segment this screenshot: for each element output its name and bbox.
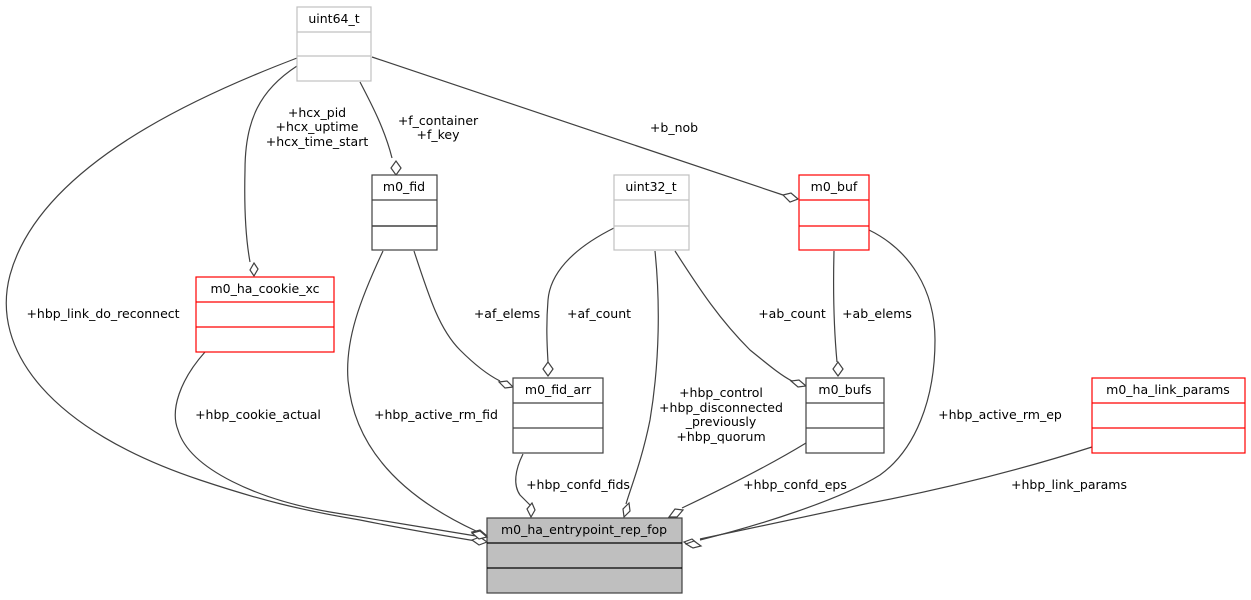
edge-label: +ab_elems xyxy=(842,306,912,321)
aggregation-diamond xyxy=(497,380,515,389)
edge-af-elems xyxy=(413,250,501,382)
class-node-m0-buf[interactable]: m0_buf xyxy=(798,174,870,251)
class-node-m0-fid-arr[interactable]: m0_fid_arr xyxy=(512,377,604,454)
class-node-m0-ha-entrypoint-rep-fop[interactable]: m0_ha_entrypoint_rep_fop xyxy=(486,517,683,594)
edge-active-rm-fid xyxy=(347,250,477,532)
aggregation-diamond xyxy=(470,530,489,540)
class-node-m0-ha-link-params[interactable]: m0_ha_link_params xyxy=(1091,377,1246,454)
class-name: uint32_t xyxy=(625,179,676,194)
edge-hcx xyxy=(244,65,298,263)
class-node-m0-bufs[interactable]: m0_bufs xyxy=(805,377,885,454)
class-name: m0_ha_link_params xyxy=(1106,382,1230,397)
edge-label: +hbp_confd_eps xyxy=(743,477,847,492)
edge-label: +af_elems xyxy=(474,306,540,321)
aggregation-diamond xyxy=(542,360,554,378)
edge-label: +f_container xyxy=(398,113,479,128)
edge-labels: +hcx_pid +hcx_uptime +hcx_time_start +f_… xyxy=(26,105,1127,492)
edge-hbp-control xyxy=(625,250,659,505)
edges xyxy=(5,56,1093,549)
edge-af-count xyxy=(546,227,615,363)
aggregation-diamond xyxy=(789,379,808,388)
aggregation-diamond xyxy=(832,360,844,378)
class-node-m0-ha-cookie-xc[interactable]: m0_ha_cookie_xc xyxy=(195,276,335,353)
edge-label: +b_nob xyxy=(650,120,698,135)
class-node-m0-fid[interactable]: m0_fid xyxy=(371,174,438,251)
edge-b-nob xyxy=(371,56,784,196)
edge-label: +hbp_active_rm_fid xyxy=(374,407,498,422)
edge-link-do-reconnect xyxy=(5,57,477,542)
edge-label: +hcx_pid xyxy=(288,105,346,120)
edge-label: +hbp_confd_fids xyxy=(526,477,630,492)
aggregation-diamond xyxy=(667,508,685,518)
edge-confd-fids xyxy=(515,453,531,506)
aggregation-diamond xyxy=(781,192,800,203)
edge-label: +hbp_quorum xyxy=(676,429,765,444)
edge-ab-count xyxy=(674,250,793,382)
edge-label: +ab_count xyxy=(758,306,826,321)
edge-label: _previously xyxy=(685,414,757,429)
edge-label: +hbp_disconnected xyxy=(659,400,783,415)
class-name: m0_fid xyxy=(383,179,425,194)
edge-confd-eps xyxy=(681,442,807,509)
class-node-uint32-t[interactable]: uint32_t xyxy=(613,174,690,251)
class-node-uint64-t[interactable]: uint64_t xyxy=(296,6,372,82)
class-name: m0_fid_arr xyxy=(525,382,592,397)
edge-label: +hbp_control xyxy=(679,385,763,400)
edge-link-params xyxy=(699,446,1093,540)
aggregation-diamond xyxy=(684,540,703,549)
edge-label: +hcx_time_start xyxy=(266,134,369,149)
edge-label: +hbp_link_do_reconnect xyxy=(26,306,179,321)
edge-f-container xyxy=(359,81,393,159)
class-name: m0_bufs xyxy=(818,382,871,397)
edge-label: +hbp_active_rm_ep xyxy=(938,407,1062,422)
edge-ab-elems xyxy=(833,250,838,363)
edge-label: +f_key xyxy=(416,127,460,142)
aggregation-diamond xyxy=(622,501,631,519)
edge-active-rm-ep xyxy=(699,229,936,541)
class-name: uint64_t xyxy=(308,11,359,26)
edge-label: +hcx_uptime xyxy=(275,119,358,134)
aggregation-diamond xyxy=(526,501,536,519)
edge-label: +hbp_cookie_actual xyxy=(195,407,321,422)
edge-cookie-actual xyxy=(174,351,477,537)
class-name: m0_ha_entrypoint_rep_fop xyxy=(501,522,667,537)
class-name: m0_buf xyxy=(811,179,858,194)
edge-label: +hbp_link_params xyxy=(1011,477,1127,492)
aggregation-diamond xyxy=(390,159,402,177)
class-name: m0_ha_cookie_xc xyxy=(210,281,319,296)
aggregation-diamond xyxy=(249,261,259,278)
edge-label: +af_count xyxy=(567,306,631,321)
